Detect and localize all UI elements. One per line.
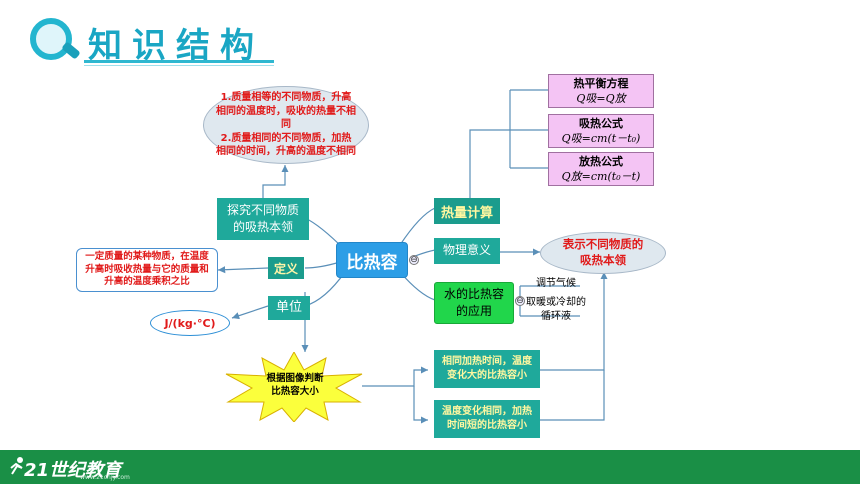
edge-judge-rule2 bbox=[413, 386, 428, 424]
graph-rule-2-text: 温度变化相同，加热时间短的比热容小 bbox=[442, 405, 532, 432]
unit-node-label: 单位 bbox=[275, 299, 302, 315]
water-node-label: 水的比热容的应用 bbox=[443, 286, 504, 318]
magnifier-logo-icon bbox=[30, 18, 72, 60]
formula-3-expr: Q放=cm(t₀－t) bbox=[561, 169, 641, 183]
formula-box-2: 吸热公式 Q吸=cm(t－t₀) bbox=[548, 114, 654, 148]
formula-box-1: 热平衡方程 Q吸=Q放 bbox=[548, 74, 654, 108]
runner-logo-icon bbox=[8, 456, 26, 476]
formula-2-expr: Q吸=cm(t－t₀) bbox=[561, 131, 641, 145]
explore-findings-ellipse: 1.质量相等的不同物质，升高相同的温度时，吸收的热量不相同 2.质量相同的不同物… bbox=[203, 86, 369, 164]
unit-node: 单位 bbox=[268, 296, 310, 320]
meaning-text: 表示不同物质的吸热本领 bbox=[562, 237, 644, 267]
explore-node: 探究不同物质的吸热本领 bbox=[217, 198, 309, 240]
water-collapse-icon[interactable]: ⊖ bbox=[515, 296, 525, 306]
definition-text-box: 一定质量的某种物质，在温度升高时吸收热量与它的质量和升高的温度乘积之比 bbox=[76, 248, 218, 292]
formula-1-expr: Q吸=Q放 bbox=[576, 91, 626, 105]
water-use-2: 取暖或冷却的循环液 bbox=[526, 297, 586, 322]
edge-unit-value bbox=[231, 305, 269, 320]
meaning-node-label: 物理意义 bbox=[442, 243, 491, 258]
explore-findings-text: 1.质量相等的不同物质，升高相同的温度时，吸收的热量不相同 2.质量相同的不同物… bbox=[216, 92, 356, 158]
heat-calc-label: 热量计算 bbox=[440, 205, 493, 221]
formula-2-title: 吸热公式 bbox=[579, 117, 623, 130]
collapse-toggle-icon[interactable]: ⊖ bbox=[409, 255, 419, 265]
starburst-shape-icon bbox=[225, 352, 363, 422]
graph-rule-2: 温度变化相同，加热时间短的比热容小 bbox=[434, 400, 540, 438]
meaning-node: 物理意义 bbox=[434, 238, 500, 264]
definition-node-label: 定义 bbox=[273, 261, 298, 276]
formula-3-title: 放热公式 bbox=[579, 155, 623, 168]
unit-value-box: J/(kg·°C) bbox=[150, 310, 230, 336]
unit-value: J/(kg·°C) bbox=[164, 316, 216, 330]
definition-node: 定义 bbox=[268, 257, 304, 279]
water-use-1: 调节气候 bbox=[536, 278, 576, 289]
judge-label: 根据图像判断比热容大小 bbox=[266, 373, 324, 398]
edge-center-heatcalc bbox=[399, 207, 436, 246]
footer-brand: 21世纪教育 bbox=[24, 460, 122, 481]
meaning-ellipse: 表示不同物质的吸热本领 bbox=[540, 232, 666, 274]
explore-node-label: 探究不同物质的吸热本领 bbox=[226, 202, 299, 234]
water-node: 水的比热容的应用 bbox=[434, 282, 514, 324]
judge-starburst bbox=[225, 352, 363, 422]
edge-center-definition bbox=[304, 261, 341, 269]
graph-rule-1-text: 相同加热时间，温度变化大的比热容小 bbox=[442, 355, 532, 382]
definition-text: 一定质量的某种物质，在温度升高时吸收热量与它的质量和升高的温度乘积之比 bbox=[85, 250, 209, 288]
formula-1-title: 热平衡方程 bbox=[573, 77, 629, 90]
graph-rule-1: 相同加热时间，温度变化大的比热容小 bbox=[434, 350, 540, 388]
footer-site: www.21cnjy.com bbox=[80, 474, 130, 481]
edge-definition-text bbox=[217, 266, 269, 274]
page-title: 知识结构 bbox=[88, 26, 264, 66]
edge-explore-findings bbox=[262, 165, 289, 198]
heat-calc-node: 热量计算 bbox=[434, 198, 500, 224]
center-node: 比热容 bbox=[336, 242, 408, 278]
formula-box-3: 放热公式 Q放=cm(t₀－t) bbox=[548, 152, 654, 186]
edge-judge-rule1 bbox=[362, 366, 428, 387]
title-underline bbox=[84, 60, 274, 63]
center-node-label: 比热容 bbox=[346, 252, 398, 273]
footer-bar bbox=[0, 450, 860, 484]
title-underline-thin bbox=[84, 65, 274, 66]
